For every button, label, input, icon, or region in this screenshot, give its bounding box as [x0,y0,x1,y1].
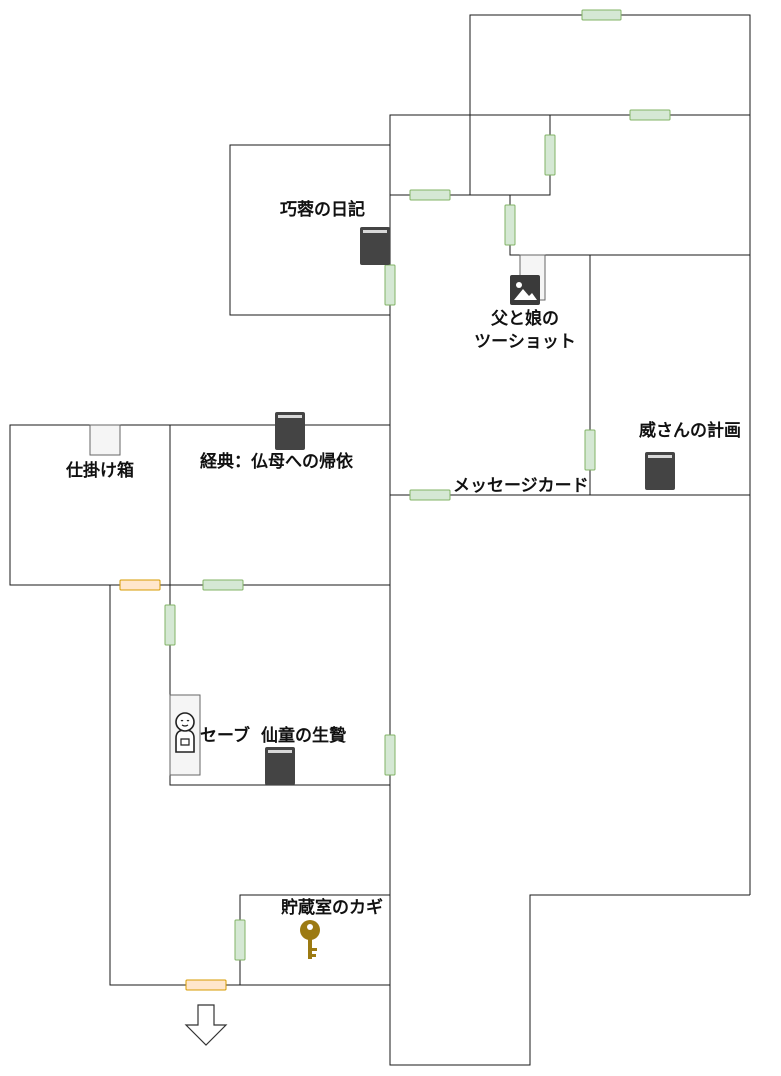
door[interactable] [581,9,622,21]
walls [9,14,751,1066]
door[interactable] [409,489,451,501]
label-trick-box: 仕掛け箱 [66,461,134,481]
room-upper-small-mid [469,114,551,196]
book-icon[interactable] [645,452,675,490]
label-storage-key: 貯蔵室のカギ [281,898,383,918]
doors [119,9,671,991]
door[interactable] [504,204,516,246]
door[interactable] [234,919,246,961]
locked-door[interactable] [119,579,161,591]
door[interactable] [384,264,396,306]
book-icon[interactable] [360,227,390,265]
door[interactable] [584,429,596,471]
label-plan: 威さんの計画 [639,421,741,441]
book-icon[interactable] [275,412,305,450]
label-offering: 仙童の生贄 [261,726,346,746]
wall-corridor-west [109,585,390,986]
locked-door[interactable] [185,979,227,991]
door[interactable] [384,734,396,776]
down-arrow-icon[interactable] [184,1004,228,1046]
image-icon[interactable] [510,275,540,305]
room-upper-small-left [389,114,471,196]
key-icon[interactable] [300,920,320,959]
label-sutra: 経典：仏母への帰依 [200,452,353,472]
label-diary: 巧蓉の日記 [280,200,365,220]
label-photo-line1: 父と娘の [491,309,559,329]
label-message-card: メッセージカード [453,476,589,496]
wall-south-east [389,585,750,1066]
book-icon[interactable] [265,747,295,785]
door[interactable] [629,109,671,121]
door[interactable] [164,604,176,646]
trick-box-fixture[interactable] [89,424,121,456]
jizo-statue-icon[interactable] [175,712,195,753]
door[interactable] [544,134,556,176]
door[interactable] [409,189,451,201]
label-photo-line2: ツーショット [474,332,576,352]
room-top-right [469,14,751,116]
door[interactable] [202,579,244,591]
label-save: セーブ [200,726,250,746]
